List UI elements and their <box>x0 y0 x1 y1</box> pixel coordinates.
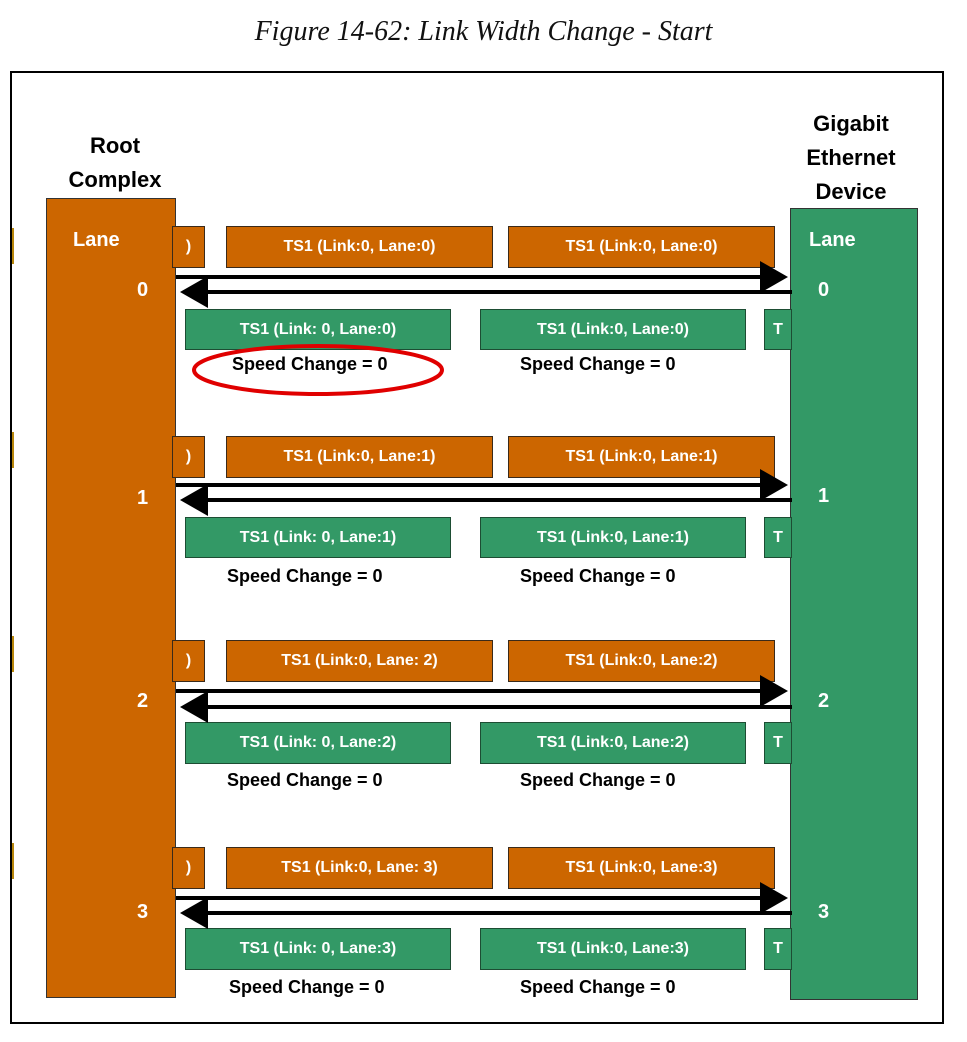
lane-1-tx-packet-1: TS1 (Link:0, Lane:1) <box>226 436 493 478</box>
lane-3-number-device: 3 <box>818 901 830 923</box>
lane-1-rx-partial: T <box>764 517 792 558</box>
lane-0-number-root: 0 <box>137 279 149 301</box>
lane-2-tx-packet-2: TS1 (Link:0, Lane:2) <box>508 640 775 682</box>
lane-2-rx-partial: T <box>764 722 792 764</box>
lane-0-speed-change-1: Speed Change = 0 <box>232 354 388 374</box>
root-complex-lane-header: Lane <box>73 229 120 251</box>
lane-0-number-device: 0 <box>818 279 830 301</box>
lane-1-number-root: 1 <box>137 487 149 509</box>
gigabit-device-label-line2: Ethernet <box>806 145 896 170</box>
lane-1-tx-packet-2: TS1 (Link:0, Lane:1) <box>508 436 775 478</box>
lane-1-rx-packet-2: TS1 (Link:0, Lane:1) <box>480 517 746 558</box>
lane-2-tx-partial: ) <box>172 640 205 682</box>
lane-0-tx-packet-2: TS1 (Link:0, Lane:0) <box>508 226 775 268</box>
margin-mark <box>12 432 14 468</box>
lane-0-speed-change-2: Speed Change = 0 <box>520 354 676 374</box>
lane-1-number-device: 1 <box>818 485 830 507</box>
margin-mark <box>12 636 14 672</box>
lane-3-tx-packet-1: TS1 (Link:0, Lane: 3) <box>226 847 493 889</box>
figure-caption: Figure 14-62: Link Width Change - Start <box>254 16 713 47</box>
gigabit-device-label-line3: Device <box>815 179 887 204</box>
lane-2-speed-change-2: Speed Change = 0 <box>520 770 676 790</box>
lane-3-rx-partial: T <box>764 928 792 970</box>
lane-1-rx-packet-1: TS1 (Link: 0, Lane:1) <box>185 517 451 558</box>
lane-1-speed-change-2: Speed Change = 0 <box>520 566 676 586</box>
margin-mark <box>12 843 14 879</box>
lane-3-rx-packet-2: TS1 (Link:0, Lane:3) <box>480 928 746 970</box>
lane-2-number-root: 2 <box>137 690 149 712</box>
diagram-frame <box>10 71 944 1024</box>
lane-3-speed-change-1: Speed Change = 0 <box>229 977 385 997</box>
lane-2-tx-packet-1: TS1 (Link:0, Lane: 2) <box>226 640 493 682</box>
lane-3-speed-change-2: Speed Change = 0 <box>520 977 676 997</box>
lane-0-rx-partial: T <box>764 309 792 350</box>
lane-2-rx-packet-2: TS1 (Link:0, Lane:2) <box>480 722 746 764</box>
lane-2-speed-change-1: Speed Change = 0 <box>227 770 383 790</box>
lane-3-tx-packet-2: TS1 (Link:0, Lane:3) <box>508 847 775 889</box>
lane-0-tx-packet-1: TS1 (Link:0, Lane:0) <box>226 226 493 268</box>
gigabit-device-label-line1: Gigabit <box>813 111 889 136</box>
lane-3-tx-partial: ) <box>172 847 205 889</box>
lane-1-speed-change-1: Speed Change = 0 <box>227 566 383 586</box>
lane-2-rx-packet-1: TS1 (Link: 0, Lane:2) <box>185 722 451 764</box>
gigabit-device-lane-header: Lane <box>809 229 856 251</box>
root-complex-label: Root Complex <box>40 129 190 197</box>
lane-0-rx-packet-1: TS1 (Link: 0, Lane:0) <box>185 309 451 350</box>
lane-0-tx-partial: ) <box>172 226 205 268</box>
lane-3-number-root: 3 <box>137 901 149 923</box>
lane-1-tx-partial: ) <box>172 436 205 478</box>
margin-mark <box>12 228 14 264</box>
lane-2-number-device: 2 <box>818 690 830 712</box>
root-complex-label-line1: Root <box>89 133 141 158</box>
gigabit-device-box: Lane <box>790 208 918 1000</box>
root-complex-box: Lane <box>46 198 176 998</box>
gigabit-device-label: Gigabit Ethernet Device <box>776 107 926 209</box>
lane-0-rx-packet-2: TS1 (Link:0, Lane:0) <box>480 309 746 350</box>
lane-3-rx-packet-1: TS1 (Link: 0, Lane:3) <box>185 928 451 970</box>
root-complex-label-line2: Complex <box>68 167 162 192</box>
